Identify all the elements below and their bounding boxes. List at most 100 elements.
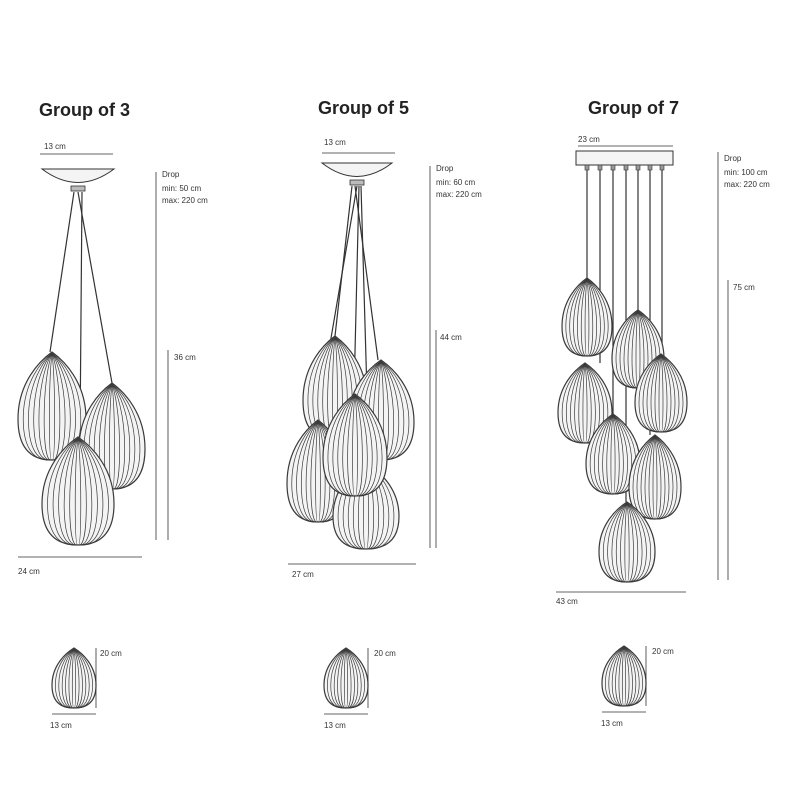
group-5-height: 44 cm: [440, 333, 462, 342]
shade-rib: [51, 352, 61, 461]
shade-rib: [22, 352, 53, 461]
shade-rib: [610, 414, 614, 495]
shade-rib: [73, 648, 83, 709]
shade-rib: [618, 646, 625, 707]
group-7-shade: [561, 277, 613, 357]
shade-rib: [52, 437, 79, 546]
shade-rib: [28, 352, 53, 461]
shade-rib: [612, 414, 620, 495]
shade-rib: [296, 420, 319, 523]
shade-rib: [327, 648, 347, 709]
shade-rib: [626, 502, 643, 583]
group-7-canopy: [575, 150, 674, 166]
shade-rib: [660, 354, 664, 433]
shade-rib: [71, 648, 75, 709]
shade-rib: [69, 437, 79, 546]
group-5-drop-min: min: 60 cm: [436, 178, 476, 187]
group-7-drop-label: Drop: [724, 154, 742, 163]
group-7-title: Group of 7: [588, 98, 679, 118]
group-3-cord: [77, 191, 113, 384]
shade-rib: [68, 648, 75, 709]
shade-rib: [598, 414, 614, 495]
group-7-cord-grip: [610, 164, 616, 171]
shade-rib: [623, 646, 633, 707]
shade-rib: [627, 310, 639, 389]
group-3-single-shade: [51, 647, 97, 709]
shade-rib: [111, 383, 115, 490]
shade-outline: [598, 501, 656, 583]
shade-rib: [580, 278, 588, 357]
group-3-canopy: [40, 168, 116, 183]
shade-rib: [654, 435, 678, 520]
shade-rib: [61, 648, 75, 709]
shade-outline: [561, 277, 613, 357]
shade-rib: [612, 414, 633, 495]
shade-rib: [345, 648, 355, 709]
group-3-drop-label: Drop: [162, 170, 180, 179]
shade-rib: [586, 278, 609, 357]
group-3-total-width: 24 cm: [18, 567, 40, 576]
shade-rib: [615, 502, 628, 583]
shade-rib: [565, 363, 586, 444]
group-5-drop-max: max: 220 cm: [436, 190, 482, 199]
shade-rib: [578, 363, 586, 444]
shade-rib: [615, 310, 639, 389]
shade-rib: [343, 648, 347, 709]
shade-rib: [631, 310, 639, 389]
group-7-drop-max: max: 220 cm: [724, 180, 770, 189]
group-5-drop-label: Drop: [436, 164, 454, 173]
shade-rib: [33, 352, 53, 461]
shade-rib: [584, 363, 588, 444]
shade-rib: [352, 394, 356, 497]
shade-rib: [626, 502, 652, 583]
shade-rib: [654, 435, 658, 520]
shade-rib: [315, 420, 319, 523]
group-7-drop-min: min: 100 cm: [724, 168, 768, 177]
shade-rib: [642, 354, 662, 433]
shade-rib: [621, 646, 625, 707]
group-3-height: 36 cm: [174, 353, 196, 362]
shade-rib: [636, 435, 656, 520]
group-5-canopy-width: 13 cm: [324, 138, 346, 147]
group-5-total-width: 27 cm: [292, 570, 314, 579]
shade-rib: [573, 278, 588, 357]
shade-rib: [111, 383, 131, 490]
shade-rib: [593, 414, 614, 495]
shade-rib: [638, 354, 662, 433]
shade-rib: [345, 648, 349, 709]
shade-rib: [654, 435, 662, 520]
group-7-cord-grip: [584, 164, 590, 171]
group-7-cord-grip: [635, 164, 641, 171]
group-7-canopy-width: 23 cm: [578, 135, 600, 144]
shade-outline: [41, 436, 115, 546]
shade-rib: [586, 278, 601, 357]
shade-rib: [354, 394, 383, 497]
shade-rib: [605, 646, 625, 707]
shade-rib: [380, 360, 405, 461]
shade-rib: [586, 278, 594, 357]
shade-rib: [652, 435, 656, 520]
shade-rib: [611, 646, 625, 707]
group-7-shade: [634, 353, 688, 433]
shade-rib: [623, 646, 640, 707]
group-3-canopy-fitting: [70, 185, 86, 192]
shade-rib: [74, 437, 79, 546]
shade-rib: [111, 383, 136, 490]
shade-rib: [569, 278, 588, 357]
group-3-drop-max: max: 220 cm: [162, 196, 208, 205]
shade-rib: [626, 502, 630, 583]
shade-rib: [317, 420, 326, 523]
shade-rib: [55, 648, 75, 709]
shade-rib: [660, 354, 676, 433]
shade-rib: [660, 354, 672, 433]
shade-rib: [345, 648, 359, 709]
shade-rib: [620, 502, 628, 583]
shade-rib: [602, 414, 614, 495]
shade-rib: [589, 414, 614, 495]
shade-rib: [332, 394, 356, 497]
shade-rib: [623, 310, 639, 389]
shade-rib: [612, 414, 628, 495]
shade-rib: [345, 648, 365, 709]
shade-rib: [646, 354, 662, 433]
